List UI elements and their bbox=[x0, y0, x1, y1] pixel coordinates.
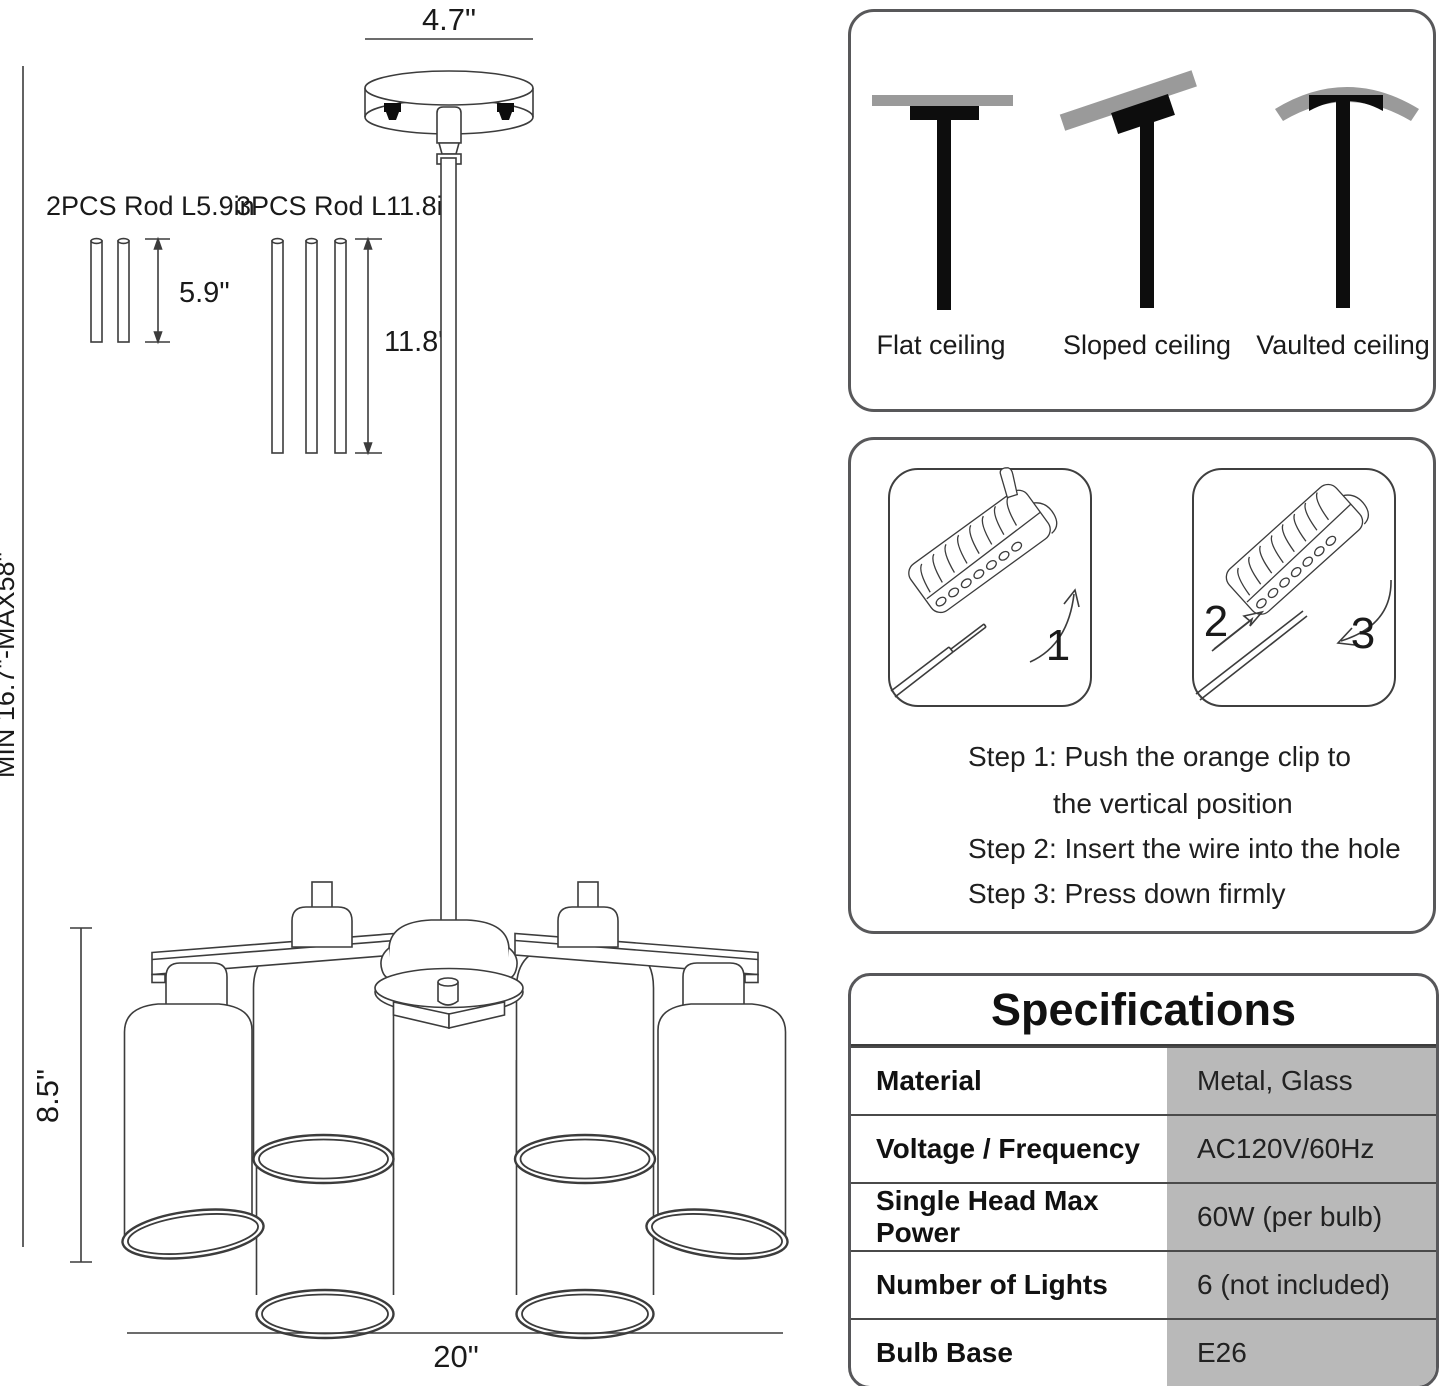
sloped-ceiling-label: Sloped ceiling bbox=[1062, 330, 1232, 360]
canopy-width-label: 4.7" bbox=[422, 2, 476, 37]
wire-2 bbox=[1195, 610, 1308, 701]
rod-short-length-label: 5.9" bbox=[179, 277, 230, 309]
body-height-dimension bbox=[70, 927, 92, 1263]
specifications-table: Specifications Material Metal, Glass Vol… bbox=[848, 973, 1439, 1386]
sloped-ceiling-icon bbox=[1059, 70, 1197, 308]
ceiling-types-box: Flat ceiling Sloped ceiling Vaulted ceil… bbox=[848, 9, 1436, 412]
step-2-text: Step 2: Insert the wire into the hole bbox=[968, 833, 1401, 864]
ceiling-canopy bbox=[364, 70, 534, 165]
ceiling-type-icons bbox=[872, 70, 1419, 310]
step-1-text-line-1: Step 1: Push the orange clip to bbox=[968, 741, 1351, 772]
glass-shade-far-right bbox=[645, 1003, 789, 1260]
body-height-label: 8.5" bbox=[30, 1069, 65, 1123]
short-rod-dimension bbox=[145, 236, 170, 345]
central-hub bbox=[374, 919, 524, 1030]
glass-shade-far-left bbox=[121, 1003, 265, 1260]
arrow-2 bbox=[1211, 610, 1265, 652]
wire-connector-figures: 1 2 3 bbox=[890, 467, 1392, 701]
spare-rods-short bbox=[90, 237, 130, 343]
socket-outer-right bbox=[682, 962, 745, 1007]
arrow-1 bbox=[1029, 588, 1080, 663]
figure-2-number: 2 bbox=[1204, 597, 1228, 646]
spec-value-voltage: AC120V/60Hz bbox=[1167, 1116, 1436, 1182]
spare-rods-long bbox=[271, 237, 347, 454]
hanging-range-label: MIN 16.7"-MAX58" bbox=[0, 552, 20, 778]
body-width-label: 20" bbox=[433, 1339, 479, 1374]
vaulted-ceiling-label: Vaulted ceiling bbox=[1256, 330, 1430, 360]
glass-shade-mid-right bbox=[513, 881, 657, 1185]
specifications-title: Specifications bbox=[851, 976, 1436, 1046]
spec-label-power: Single Head Max Power bbox=[876, 1185, 1099, 1248]
spec-label-voltage: Voltage / Frequency bbox=[876, 1133, 1140, 1164]
spec-row-material: Material Metal, Glass bbox=[851, 1046, 1436, 1114]
rod-short-title: 2PCS Rod L5.9in bbox=[46, 191, 255, 221]
spec-value-power: 60W (per bulb) bbox=[1167, 1184, 1436, 1250]
step-1-text-line-2: the vertical position bbox=[1053, 788, 1293, 819]
spec-label-material: Material bbox=[876, 1065, 982, 1096]
flat-ceiling-label: Flat ceiling bbox=[876, 330, 1006, 360]
spec-row-voltage: Voltage / Frequency AC120V/60Hz bbox=[851, 1114, 1436, 1182]
figure-1-number: 1 bbox=[1046, 621, 1070, 670]
arrow-3 bbox=[1336, 579, 1392, 646]
spec-value-bulb: E26 bbox=[1167, 1320, 1436, 1386]
long-rod-dimension bbox=[355, 236, 382, 456]
spec-row-bulb: Bulb Base E26 bbox=[851, 1318, 1436, 1386]
figure-3-number: 3 bbox=[1351, 609, 1375, 658]
socket-mid-left bbox=[291, 906, 353, 948]
spec-value-material: Metal, Glass bbox=[1167, 1048, 1436, 1114]
wire-connector-1 bbox=[908, 467, 1058, 614]
socket-outer-left bbox=[165, 962, 228, 1007]
wire-1 bbox=[890, 623, 987, 698]
socket-mid-right bbox=[557, 906, 619, 948]
rod-long-length-label: 11.8" bbox=[384, 326, 449, 358]
vaulted-ceiling-icon bbox=[1275, 87, 1419, 308]
chandelier-line-drawing: MIN 16.7"-MAX58" 4.7" 2PCS Rod L5.9in 3P… bbox=[0, 2, 789, 1374]
hanging-rod bbox=[440, 157, 457, 925]
spec-row-power: Single Head Max Power 60W (per bulb) bbox=[851, 1182, 1436, 1250]
rod-long-title: 3PCS Rod L11.8in bbox=[236, 191, 458, 221]
wire-connector-2 bbox=[1225, 483, 1370, 615]
spec-value-lights: 6 (not included) bbox=[1167, 1252, 1436, 1318]
spec-label-bulb: Bulb Base bbox=[876, 1337, 1013, 1368]
flat-ceiling-icon bbox=[872, 95, 1013, 310]
spec-label-lights: Number of Lights bbox=[876, 1269, 1108, 1300]
step-3-text: Step 3: Press down firmly bbox=[968, 878, 1286, 909]
spec-row-lights: Number of Lights 6 (not included) bbox=[851, 1250, 1436, 1318]
canopy-screw-clips bbox=[384, 103, 514, 120]
glass-shade-mid-left bbox=[252, 881, 395, 1185]
